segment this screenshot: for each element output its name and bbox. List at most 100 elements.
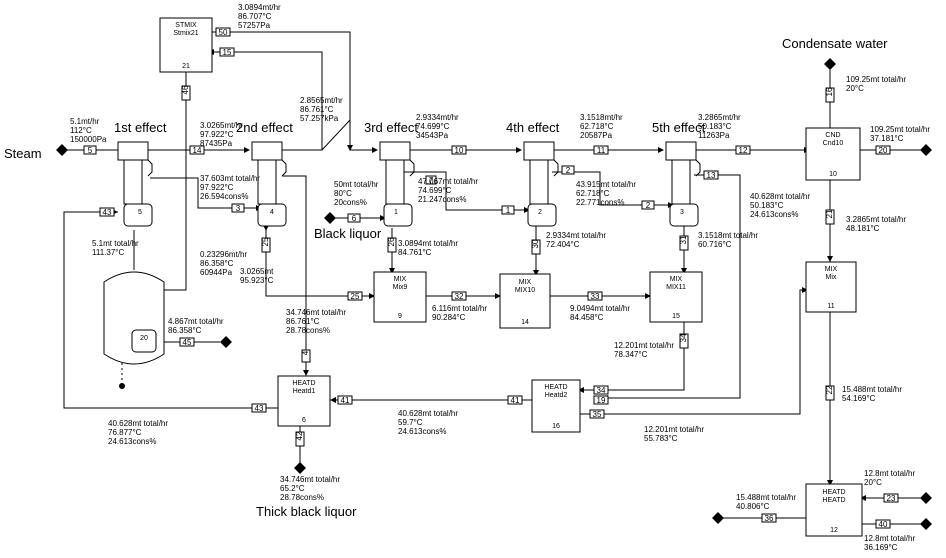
svg-text:15: 15 <box>223 48 232 57</box>
stmix-name: Stmix21 <box>173 30 198 37</box>
ev2-id: 4 <box>270 209 274 216</box>
stream-tag-4: 4 <box>301 349 311 363</box>
arrow-10 <box>369 293 375 299</box>
stream-tag-19: 19 <box>593 395 609 405</box>
stream-tag-36: 36 <box>761 513 777 523</box>
heater1-effect1-line <box>63 211 278 409</box>
svg-text:6: 6 <box>352 214 357 223</box>
arrow-21 <box>524 207 530 213</box>
liquor-3-4-line <box>404 171 528 211</box>
arrow-4 <box>658 147 664 153</box>
svg-text:3: 3 <box>236 204 241 213</box>
svg-text:25: 25 <box>261 237 270 246</box>
svg-text:23: 23 <box>887 494 896 503</box>
tank-id: 20 <box>140 335 148 342</box>
stream-tag-16: 16 <box>825 87 835 103</box>
stream-tags: 5 50 15 46 14 10 11 12 20 16 21 6 7 1 2 … <box>83 27 899 529</box>
stream-tag-23: 23 <box>883 493 899 503</box>
mix9-name: Mix9 <box>393 284 408 291</box>
svg-text:30: 30 <box>531 239 540 248</box>
arrow-6 <box>347 145 353 151</box>
stream-tag-31: 31 <box>679 235 689 251</box>
effect-1-evaporator: 5 <box>117 141 153 227</box>
svg-text:41: 41 <box>341 396 350 405</box>
ev3-id: 1 <box>394 209 398 216</box>
svg-text:50: 50 <box>219 28 228 37</box>
stream-tag-40: 40 <box>875 519 891 529</box>
flash-vapor-line <box>160 150 187 291</box>
heat1-name: Heatd1 <box>293 388 316 395</box>
stream-tag-25b: 25 <box>347 291 363 301</box>
stream-tag-34a: 34 <box>679 333 689 349</box>
mix10-name: MIX10 <box>515 287 535 294</box>
stream-tag-6: 6 <box>347 213 361 223</box>
effect-2-title: 2nd effect <box>236 120 293 135</box>
svg-text:34: 34 <box>597 386 606 395</box>
arrow-16 <box>827 256 833 262</box>
svg-text:13: 13 <box>707 171 716 180</box>
svg-text:45: 45 <box>183 338 192 347</box>
svg-text:11: 11 <box>597 146 606 155</box>
svg-text:36: 36 <box>765 514 774 523</box>
liquor-1-2-line <box>150 177 258 209</box>
stream-tag-35: 35 <box>589 409 605 419</box>
svg-text:40: 40 <box>879 520 888 529</box>
stmix-id: 21 <box>182 63 190 70</box>
stream-tag-21: 21 <box>825 209 835 225</box>
svg-text:21: 21 <box>825 209 834 218</box>
arrow-11 <box>389 268 395 274</box>
liquor-4-5-line <box>552 171 672 206</box>
heater12-unit: HEATD HEATD 12 <box>805 483 863 537</box>
stream-tag-13: 13 <box>703 170 719 180</box>
cnd-type: CND <box>825 132 840 139</box>
ev5-id: 3 <box>680 209 684 216</box>
stream-tag-43b: 43 <box>251 403 267 413</box>
mix11-id: 15 <box>672 313 680 320</box>
arrow-18 <box>578 387 584 393</box>
svg-text:43: 43 <box>255 404 264 413</box>
arrow-27 <box>802 287 808 293</box>
mix11-name: MIX11 <box>666 284 686 291</box>
stream-tag-14: 14 <box>189 145 205 155</box>
heat1-id: 6 <box>302 417 306 424</box>
svg-text:35: 35 <box>593 410 602 419</box>
heat1-type: HEATD <box>292 380 315 387</box>
stream-tag-12: 12 <box>735 145 751 155</box>
effect-5-evaporator: 3 <box>665 141 701 227</box>
effect-3-title: 3rd effect <box>364 120 418 135</box>
svg-text:5: 5 <box>88 146 93 155</box>
mix-unit: MIX Mix 11 <box>805 261 857 313</box>
heat12-id: 12 <box>830 527 838 534</box>
mix10-type: MIX <box>519 279 532 286</box>
thick-liquor-title: Thick black liquor <box>256 504 357 519</box>
stmix-unit: STMIX Stmix21 21 <box>159 17 213 73</box>
stmix-out-line <box>212 31 351 150</box>
terminals <box>56 58 932 530</box>
black-liquor-title: Black liquor <box>314 226 382 241</box>
effect-2-evaporator: 4 <box>251 141 287 227</box>
condenser-unit: CND Cnd10 10 <box>805 127 861 181</box>
steam-diamond <box>56 144 68 156</box>
h12-out2-diamond <box>920 518 932 530</box>
arrow-9 <box>645 293 651 299</box>
